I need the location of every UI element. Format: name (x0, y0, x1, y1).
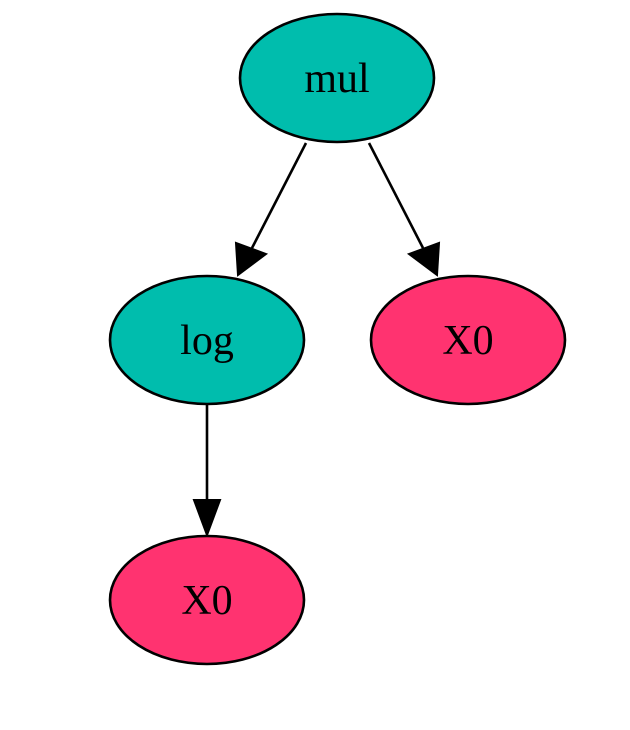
arrowhead-mul-to-log (234, 241, 269, 277)
edge-mul-to-x0-right (367, 142, 425, 249)
node-x0-right-label: X0 (442, 318, 493, 364)
node-log: log (108, 274, 306, 406)
arrowhead-log-to-x0-bottom (192, 499, 222, 538)
node-x0-bottom-shape (108, 534, 306, 666)
arrowhead-mul-to-x0-right (406, 241, 441, 277)
node-mul-shape (238, 12, 436, 144)
node-log-label: log (180, 318, 234, 364)
node-x0-bottom-label: X0 (181, 578, 232, 624)
edges (192, 142, 441, 538)
node-mul-label: mul (304, 56, 369, 102)
node-mul: mul (238, 12, 436, 144)
node-x0-bottom: X0 (108, 534, 306, 666)
node-x0-right: X0 (369, 274, 567, 406)
edge-mul-to-log (250, 142, 308, 249)
node-log-shape (108, 274, 306, 406)
node-x0-right-shape (369, 274, 567, 406)
